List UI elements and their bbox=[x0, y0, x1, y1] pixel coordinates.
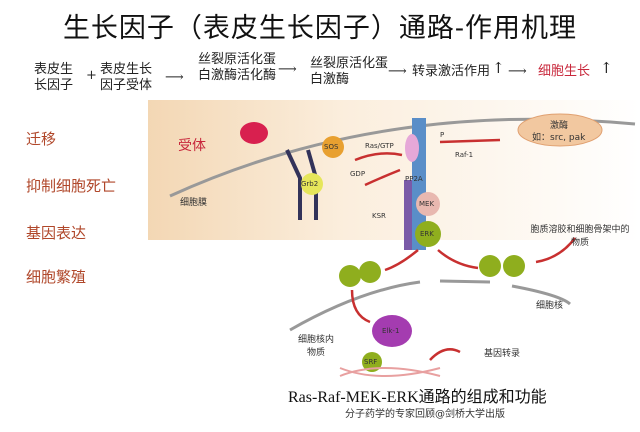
raf1-label: Raf-1 bbox=[455, 151, 474, 159]
membrane-label: 细胞膜 bbox=[180, 198, 208, 208]
flow-cell-growth: 细胞生长 bbox=[538, 64, 591, 79]
flow-egfr: 表皮生长因子受体 bbox=[100, 62, 153, 93]
up-arrow-icon: ↑ bbox=[600, 59, 613, 77]
ksr-label: KSR bbox=[372, 212, 386, 220]
elk1-label: Elk-1 bbox=[382, 327, 400, 335]
kinase-examples: 如：src, pak bbox=[532, 133, 586, 143]
up-arrow-icon: ↑ bbox=[492, 59, 505, 77]
dna-helix bbox=[339, 367, 441, 377]
pathway-arrows bbox=[350, 138, 576, 361]
ras-node bbox=[405, 134, 419, 162]
receptor-label: 受体 bbox=[178, 138, 206, 154]
erk-node bbox=[415, 221, 441, 247]
grb2-node bbox=[301, 173, 323, 195]
srf-label: SRF bbox=[364, 358, 378, 366]
sos-node bbox=[322, 136, 344, 158]
pp2a-label: PP2A bbox=[405, 175, 423, 183]
figure-caption: Ras-Raf-MEK-ERK通路的组成和功能 bbox=[288, 389, 547, 406]
grb2-label: Grb2 bbox=[301, 180, 319, 188]
outcome-item: 基因表达 bbox=[26, 224, 87, 242]
kinase-title: 激酶 bbox=[550, 121, 569, 131]
flow-plus: + bbox=[86, 68, 97, 83]
sos-label: SOS bbox=[324, 143, 339, 151]
outcome-item: 抑制细胞死亡 bbox=[26, 177, 117, 195]
receptor-ligand bbox=[240, 122, 268, 144]
gene-transcription-label: 基因转录 bbox=[484, 349, 521, 359]
mek-label: MEK bbox=[419, 200, 435, 208]
nucleus-label: 细胞核 bbox=[536, 301, 564, 311]
erk-nodes bbox=[339, 255, 525, 372]
arrow-3: ⟶ bbox=[388, 64, 407, 79]
figure-source: 分子药学的专家回顾@剑桥大学出版 bbox=[345, 409, 505, 420]
flow-transcription: 转录激活作用 bbox=[412, 64, 491, 79]
arrow-4: ⟶ bbox=[508, 64, 527, 79]
phospho-label: P bbox=[440, 131, 445, 139]
flow-mapk: 丝裂原活化蛋白激酶 bbox=[310, 56, 389, 87]
ras-gtp-label: Ras/GTP bbox=[365, 142, 394, 150]
page-title: 生长因子（表皮生长因子）通路-作用机理 bbox=[62, 13, 578, 44]
gdp-label: GDP bbox=[350, 170, 366, 178]
cytoplasm-label: 胞质溶胶和细胞骨架中的物质 bbox=[530, 225, 630, 248]
nuclear-membrane bbox=[289, 279, 572, 332]
outcome-item: 细胞繁殖 bbox=[26, 268, 87, 286]
arrow-2: ⟶ bbox=[278, 62, 297, 77]
outcome-item: 迁移 bbox=[26, 130, 57, 148]
elk1-node bbox=[372, 315, 412, 347]
kinase-oval bbox=[517, 113, 603, 147]
nuclear-material-label: 细胞核内物质 bbox=[297, 335, 334, 358]
arrow-1: ⟶ bbox=[165, 70, 184, 85]
flow-egf: 表皮生长因子 bbox=[34, 62, 74, 93]
flow-mapkk: 丝裂原活化蛋白激酶活化酶 bbox=[198, 52, 277, 83]
erk-label: ERK bbox=[420, 230, 434, 238]
mek-node bbox=[416, 192, 440, 216]
ksr-bar bbox=[404, 180, 412, 250]
